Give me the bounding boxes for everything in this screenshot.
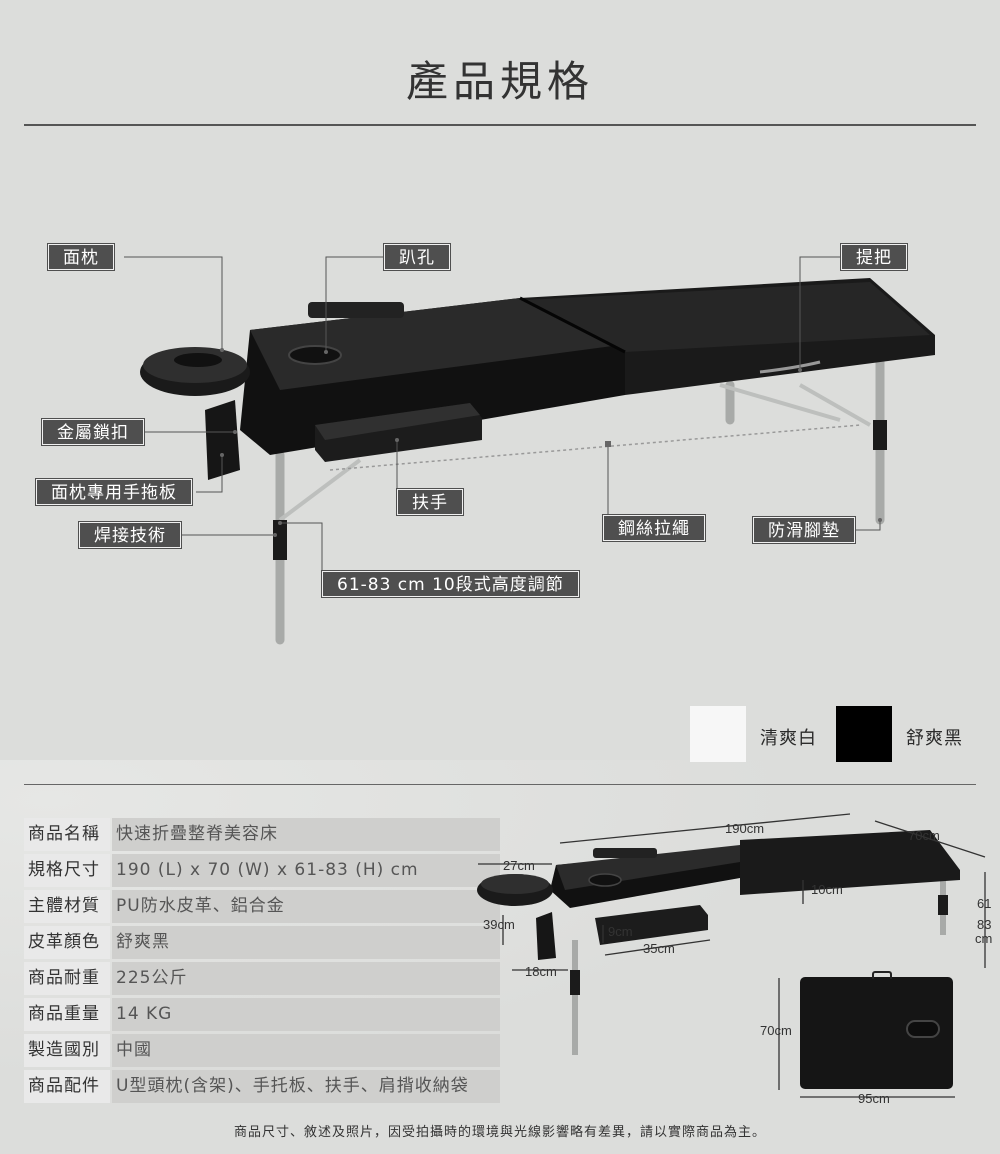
spec-value: 190 (L) x 70 (W) x 61-83 (H) cm xyxy=(112,854,500,887)
spec-row-material: 主體材質 PU防水皮革、鋁合金 xyxy=(24,890,500,923)
spec-row-weight: 商品重量 14 KG xyxy=(24,998,500,1031)
swatch-black xyxy=(836,706,892,762)
spec-row-name: 商品名稱 快速折疊整脊美容床 xyxy=(24,818,500,851)
case-face-hole xyxy=(906,1020,940,1038)
spec-key: 規格尺寸 xyxy=(24,854,110,887)
dim-height-low: 61 xyxy=(977,896,992,911)
spec-key: 商品耐重 xyxy=(24,962,110,995)
spec-key: 主體材質 xyxy=(24,890,110,923)
dimension-diagram xyxy=(477,813,986,1098)
spec-value: 快速折疊整脊美容床 xyxy=(112,818,500,851)
spec-row-accessories: 商品配件 U型頭枕(含架)、手托板、扶手、肩揹收納袋 xyxy=(24,1070,500,1103)
section-divider xyxy=(24,784,976,785)
spec-key: 製造國別 xyxy=(24,1034,110,1067)
spec-key: 商品重量 xyxy=(24,998,110,1031)
footnote: 商品尺寸、敘述及照片，因受拍攝時的環境與光線影響略有差異，請以實際商品為主。 xyxy=(233,1125,766,1140)
spec-key: 商品名稱 xyxy=(24,818,110,851)
callout-face-tray: 面枕專用手拖板 xyxy=(35,478,193,506)
spec-key: 商品配件 xyxy=(24,1070,110,1103)
spec-table: 商品名稱 快速折疊整脊美容床 規格尺寸 190 (L) x 70 (W) x 6… xyxy=(24,818,500,1106)
swatch-white xyxy=(690,706,746,762)
dim-pillow-length: 39cm xyxy=(483,917,515,932)
callout-welding: 焊接技術 xyxy=(78,521,182,549)
dim-folded-height: 70cm xyxy=(760,1023,792,1038)
swatch-black-label: 舒爽黑 xyxy=(906,728,963,749)
massage-table-illustration xyxy=(124,256,935,645)
callout-wire-rope: 鋼絲拉繩 xyxy=(602,514,706,542)
page-title: 產品規格 xyxy=(405,57,594,106)
case-handle xyxy=(872,971,892,979)
dim-pillow-width: 27cm xyxy=(503,858,535,873)
spec-value: 中國 xyxy=(112,1034,500,1067)
dim-height-high: 83 xyxy=(977,917,992,932)
dim-armrest-height: 9cm xyxy=(608,924,633,939)
swatch-white-label: 清爽白 xyxy=(760,728,817,749)
spec-row-color: 皮革顏色 舒爽黑 xyxy=(24,926,500,959)
callout-anti-slip: 防滑腳墊 xyxy=(752,516,856,544)
spec-key: 皮革顏色 xyxy=(24,926,110,959)
folded-case xyxy=(800,971,953,1089)
dim-height-unit: cm xyxy=(975,931,993,946)
dim-armrest-length: 35cm xyxy=(643,941,675,956)
callout-face-pillow: 面枕 xyxy=(47,243,115,271)
spec-value: 14 KG xyxy=(112,998,500,1031)
spec-row-load: 商品耐重 225公斤 xyxy=(24,962,500,995)
spec-row-size: 規格尺寸 190 (L) x 70 (W) x 61-83 (H) cm xyxy=(24,854,500,887)
callout-armrest: 扶手 xyxy=(396,488,464,516)
callout-face-hole: 趴孔 xyxy=(383,243,451,271)
spec-row-origin: 製造國別 中國 xyxy=(24,1034,500,1067)
dim-length: 190cm xyxy=(725,821,765,836)
dim-pillow-depth: 18cm xyxy=(525,964,557,979)
spec-value: PU防水皮革、鋁合金 xyxy=(112,890,500,923)
spec-value: 225公斤 xyxy=(112,962,500,995)
dim-width: 70cm xyxy=(908,828,940,843)
dim-folded-width: 95cm xyxy=(858,1091,890,1106)
spec-value: U型頭枕(含架)、手托板、扶手、肩揹收納袋 xyxy=(112,1070,500,1103)
dim-thickness: 10cm xyxy=(811,882,843,897)
callout-height-adjust: 61-83 cm 10段式高度調節 xyxy=(321,570,580,598)
callout-metal-lock: 金屬鎖扣 xyxy=(41,418,145,446)
spec-value: 舒爽黑 xyxy=(112,926,500,959)
callout-handle: 提把 xyxy=(840,243,908,271)
title-divider xyxy=(24,124,976,126)
